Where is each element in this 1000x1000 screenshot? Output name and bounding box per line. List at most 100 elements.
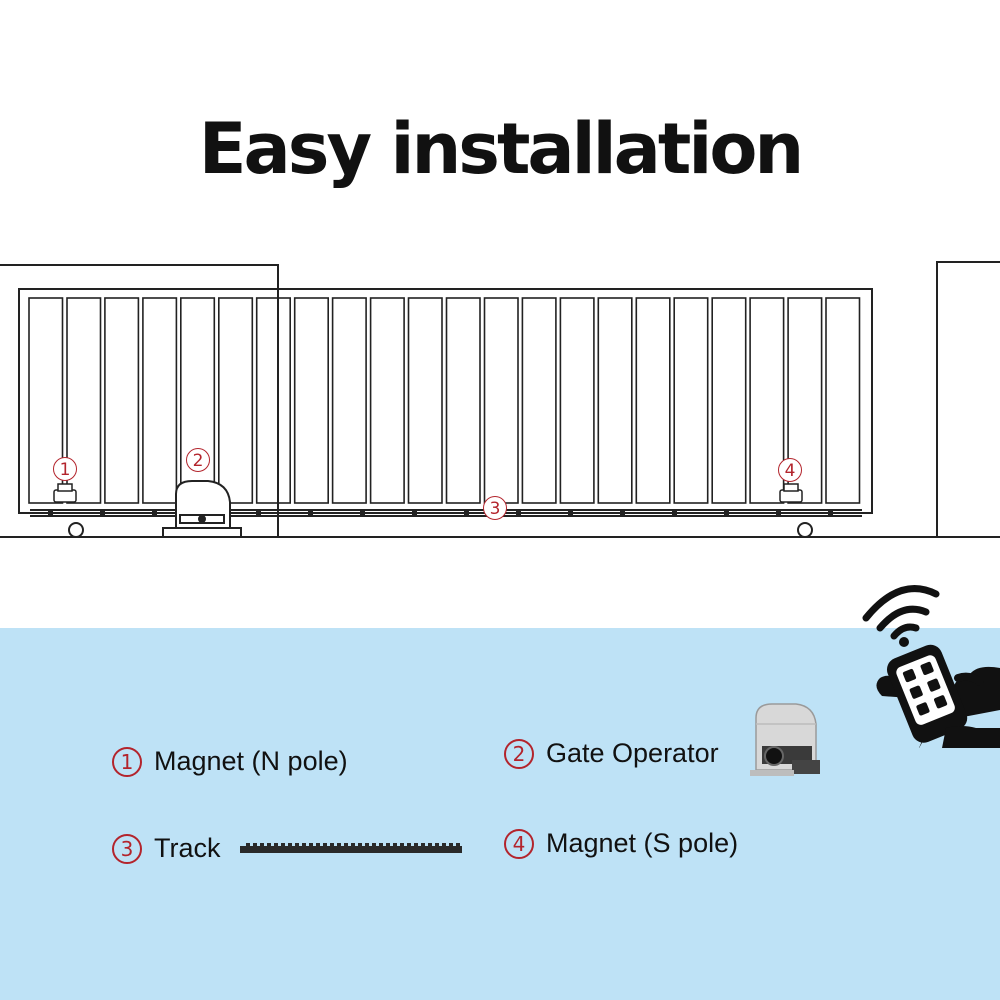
track-tooth	[724, 511, 729, 515]
legend-label-track: Track	[154, 833, 221, 863]
remote-control-icon	[862, 585, 1000, 748]
track-tooth	[464, 511, 469, 515]
rail-tooth	[456, 843, 460, 847]
rail-tooth	[407, 843, 411, 847]
track-tooth	[360, 511, 365, 515]
callout-4: 4	[778, 458, 802, 482]
rail-tooth	[428, 843, 432, 847]
gate-slat	[104, 297, 140, 504]
gate-slat	[180, 297, 216, 504]
legend-number-1: 1	[112, 746, 142, 777]
gate-slat	[635, 297, 671, 504]
gate-slat	[369, 297, 405, 504]
rail-tooth	[274, 843, 278, 847]
track-tooth	[620, 511, 625, 515]
rail-tooth	[330, 843, 334, 847]
rail-tooth	[393, 843, 397, 847]
rail-tooth	[358, 843, 362, 847]
rail-tooth	[260, 843, 264, 847]
rail-tooth	[351, 843, 355, 847]
rail-tooth	[288, 843, 292, 847]
gate-diagram	[0, 261, 1000, 538]
rail-tooth	[337, 843, 341, 847]
magnet-n-pole	[53, 483, 77, 503]
track-teeth	[48, 511, 833, 515]
rail-tooth	[253, 843, 257, 847]
rail-tooth	[421, 843, 425, 847]
legend-item-magnet-s: 4 Magnet (S pole)	[504, 828, 738, 859]
gate-frame	[18, 288, 873, 514]
gate-slats	[28, 297, 861, 504]
legend-number-3: 3	[112, 833, 142, 864]
rail-tooth	[316, 843, 320, 847]
track-rail-icon	[240, 843, 462, 853]
gate-slat	[331, 297, 367, 504]
rail-tooth	[414, 843, 418, 847]
right-post	[936, 261, 1000, 538]
track-tooth	[516, 511, 521, 515]
track-tooth	[152, 511, 157, 515]
rail-tooth	[442, 843, 446, 847]
track-tooth	[308, 511, 313, 515]
gate-slat	[521, 297, 557, 504]
gate-slat	[711, 297, 747, 504]
rail-tooth	[386, 843, 390, 847]
gate-slat	[66, 297, 102, 504]
track-tooth	[100, 511, 105, 515]
legend-number-2: 2	[504, 738, 534, 769]
gate-operator-icon	[162, 480, 242, 538]
track-tooth	[776, 511, 781, 515]
track-tooth	[412, 511, 417, 515]
track-tooth	[568, 511, 573, 515]
rail-tooth	[379, 843, 383, 847]
legend-panel: 1 Magnet (N pole) 2 Gate Operator 3 Trac…	[0, 628, 1000, 1000]
gate-operator-photo-icon	[750, 703, 820, 776]
gate-slat	[142, 297, 178, 504]
track-tooth	[256, 511, 261, 515]
gate-slat	[749, 297, 785, 504]
gate-slat	[28, 297, 64, 504]
callout-3: 3	[483, 496, 507, 520]
rail-tooth	[309, 843, 313, 847]
gate-slat	[255, 297, 292, 504]
rail-tooth	[372, 843, 376, 847]
gate-slat	[825, 297, 861, 504]
gate-slat	[483, 297, 519, 504]
gate-slat	[445, 297, 481, 504]
rail-tooth	[281, 843, 285, 847]
gate-slat	[787, 297, 823, 504]
gate-track	[30, 509, 862, 517]
rail-tooth	[246, 843, 250, 847]
legend-label-gate-operator: Gate Operator	[546, 738, 719, 768]
legend-label-magnet-n: Magnet (N pole)	[154, 746, 348, 776]
page-title: Easy installation	[198, 108, 805, 190]
gate-slat	[293, 297, 330, 504]
rail-tooth	[267, 843, 271, 847]
gate-slat	[559, 297, 595, 504]
magnet-s-pole	[779, 483, 803, 503]
wifi-signal-icon	[862, 585, 940, 640]
callout-2: 2	[186, 448, 210, 472]
gate-slat	[597, 297, 633, 504]
callout-1: 1	[53, 457, 77, 481]
gate-slat	[673, 297, 709, 504]
legend-item-track: 3 Track	[112, 833, 221, 864]
gate-slat	[407, 297, 443, 504]
rail-tooth	[435, 843, 439, 847]
gate-wheels	[68, 522, 813, 538]
rail-tooth	[344, 843, 348, 847]
track-tooth	[828, 511, 833, 515]
rail-tooth	[365, 843, 369, 847]
track-tooth	[48, 511, 53, 515]
legend-number-4: 4	[504, 828, 534, 859]
legend-label-magnet-s: Magnet (S pole)	[546, 828, 739, 858]
track-tooth	[672, 511, 677, 515]
rail-tooth	[449, 843, 453, 847]
rail-tooth	[302, 843, 306, 847]
rail-tooth	[295, 843, 299, 847]
rail-tooth	[400, 843, 404, 847]
legend-item-magnet-n: 1 Magnet (N pole)	[112, 746, 348, 777]
gate-slat	[218, 297, 254, 504]
legend-item-gate-operator: 2 Gate Operator	[504, 738, 719, 769]
rail-tooth	[323, 843, 327, 847]
